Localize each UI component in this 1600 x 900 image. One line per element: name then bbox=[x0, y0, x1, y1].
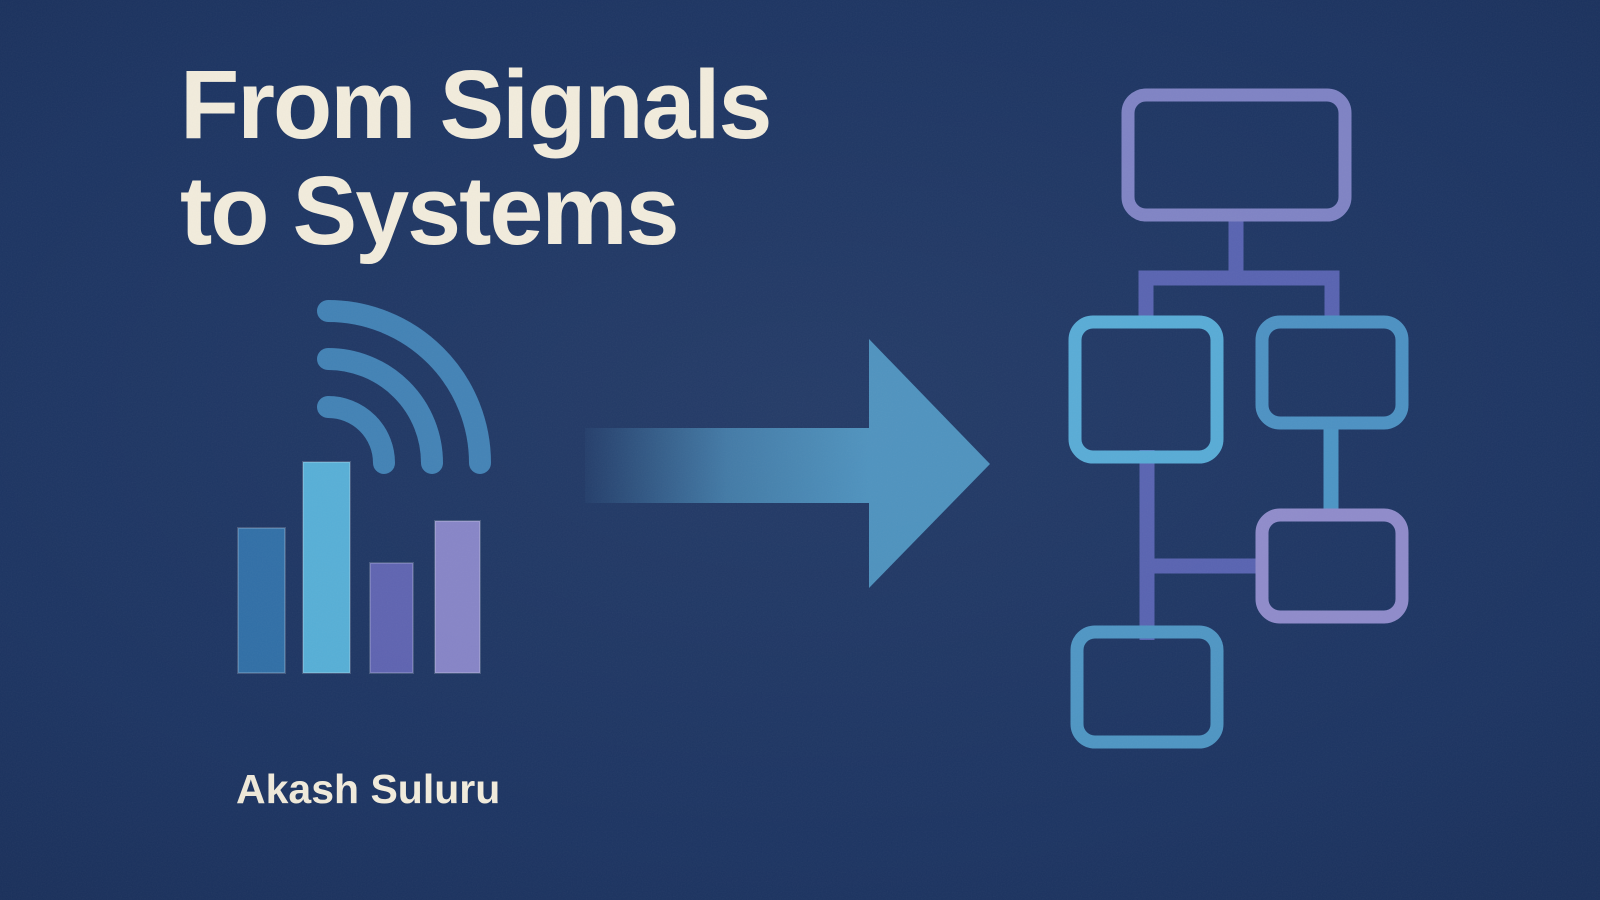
flowchart-node-bottom-left bbox=[1070, 625, 1224, 749]
page-title: From Signals to Systems bbox=[180, 50, 772, 265]
title-line1: From Signals bbox=[180, 50, 772, 159]
title-line2: to Systems bbox=[180, 156, 680, 265]
wifi-signal-icon bbox=[317, 300, 491, 474]
flowchart-node-top bbox=[1121, 88, 1352, 222]
signal-bars-icon bbox=[237, 461, 481, 674]
flowchart-diagram-icon bbox=[1068, 88, 1409, 749]
flowchart-node-lower-right bbox=[1255, 508, 1409, 624]
flowchart-node-mid-left bbox=[1068, 315, 1224, 464]
flowchart-node-mid-right bbox=[1255, 315, 1409, 430]
flowchart-connector-top bbox=[1138, 212, 1340, 325]
flowchart-connector-left bbox=[1139, 450, 1266, 640]
right-arrow-icon bbox=[585, 339, 990, 588]
author-name: Akash Suluru bbox=[236, 766, 501, 812]
